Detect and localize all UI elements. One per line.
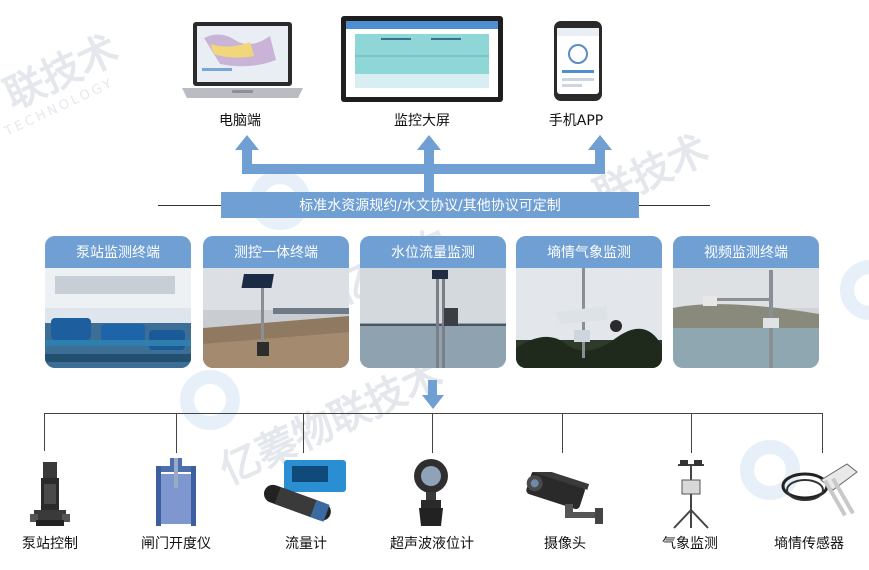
tree-branch: [303, 413, 304, 453]
water-level-photo: [360, 268, 506, 368]
flowmeter-device: [258, 460, 350, 522]
watermark-logo: [180, 370, 240, 430]
camera-icon: [526, 465, 603, 524]
down-arrow: [428, 380, 437, 396]
watermark-text: 联技术: [0, 26, 126, 119]
divider-line: [639, 205, 710, 206]
tree-branch: [176, 413, 177, 453]
terminal-card: 视频监测终端: [673, 236, 819, 368]
terminal-title: 视频监测终端: [673, 236, 819, 268]
terminal-title: 测控一体终端: [203, 236, 349, 268]
tree-branch: [432, 413, 433, 453]
terminal-title: 水位流量监测: [360, 236, 506, 268]
tree-branch: [822, 413, 823, 453]
laptop-device: [180, 20, 305, 105]
tree-branch: [562, 413, 563, 453]
gate-device: [154, 458, 198, 528]
tree-branch: [691, 413, 692, 453]
watermark-logo: [840, 260, 869, 320]
video-monitoring-photo: [673, 268, 819, 368]
field-device-label: 闸门开度仪: [141, 536, 211, 552]
terminal-card: 测控一体终端: [203, 236, 349, 368]
watermark-subtext: TECHNOLOGY: [2, 75, 117, 140]
pump-device: [30, 462, 70, 528]
weather-station-icon: [673, 460, 709, 529]
ultrasonic-device: [407, 458, 455, 528]
flowmeter-icon: [263, 460, 346, 522]
weather-soil-photo: [516, 268, 662, 368]
control-terminal-photo: [203, 268, 349, 368]
monitor-screen-icon: [341, 16, 503, 102]
camera-device: [525, 465, 605, 526]
gate-icon: [156, 458, 196, 526]
terminal-title: 泵站监测终端: [45, 236, 191, 268]
terminal-title: 墒情气象监测: [516, 236, 662, 268]
ultrasonic-level-icon: [414, 459, 448, 526]
pump-icon: [30, 462, 70, 526]
field-device-label: 气象监测: [662, 536, 718, 552]
protocol-banner: 标准水资源规约/水文协议/其他协议可定制: [221, 192, 639, 218]
smartphone-icon: [554, 21, 602, 101]
laptop-icon: [182, 22, 303, 98]
tree-horizontal-line: [44, 413, 823, 414]
device-label: 监控大屏: [394, 113, 450, 129]
tree-branch: [44, 413, 45, 451]
soil-sensor-device: [775, 460, 859, 526]
soil-sensor-icon: [781, 463, 858, 517]
monitor-device: [341, 16, 503, 102]
device-label: 电脑端: [219, 113, 261, 129]
terminal-card: 泵站监测终端: [45, 236, 191, 368]
field-device-label: 流量计: [285, 536, 327, 552]
divider-line: [158, 205, 221, 206]
device-label: 手机APP: [548, 113, 604, 129]
field-device-label: 摄像头: [544, 536, 586, 552]
phone-device: [553, 20, 603, 102]
down-arrow-head: [422, 395, 444, 409]
weather-station-device: [664, 460, 718, 530]
field-device-label: 泵站控制: [22, 536, 78, 552]
field-device-label: 超声波液位计: [390, 536, 474, 552]
terminal-card: 墒情气象监测: [516, 236, 662, 368]
field-device-label: 墒情传感器: [774, 536, 844, 552]
pump-station-photo: [45, 268, 191, 368]
terminal-card: 水位流量监测: [360, 236, 506, 368]
